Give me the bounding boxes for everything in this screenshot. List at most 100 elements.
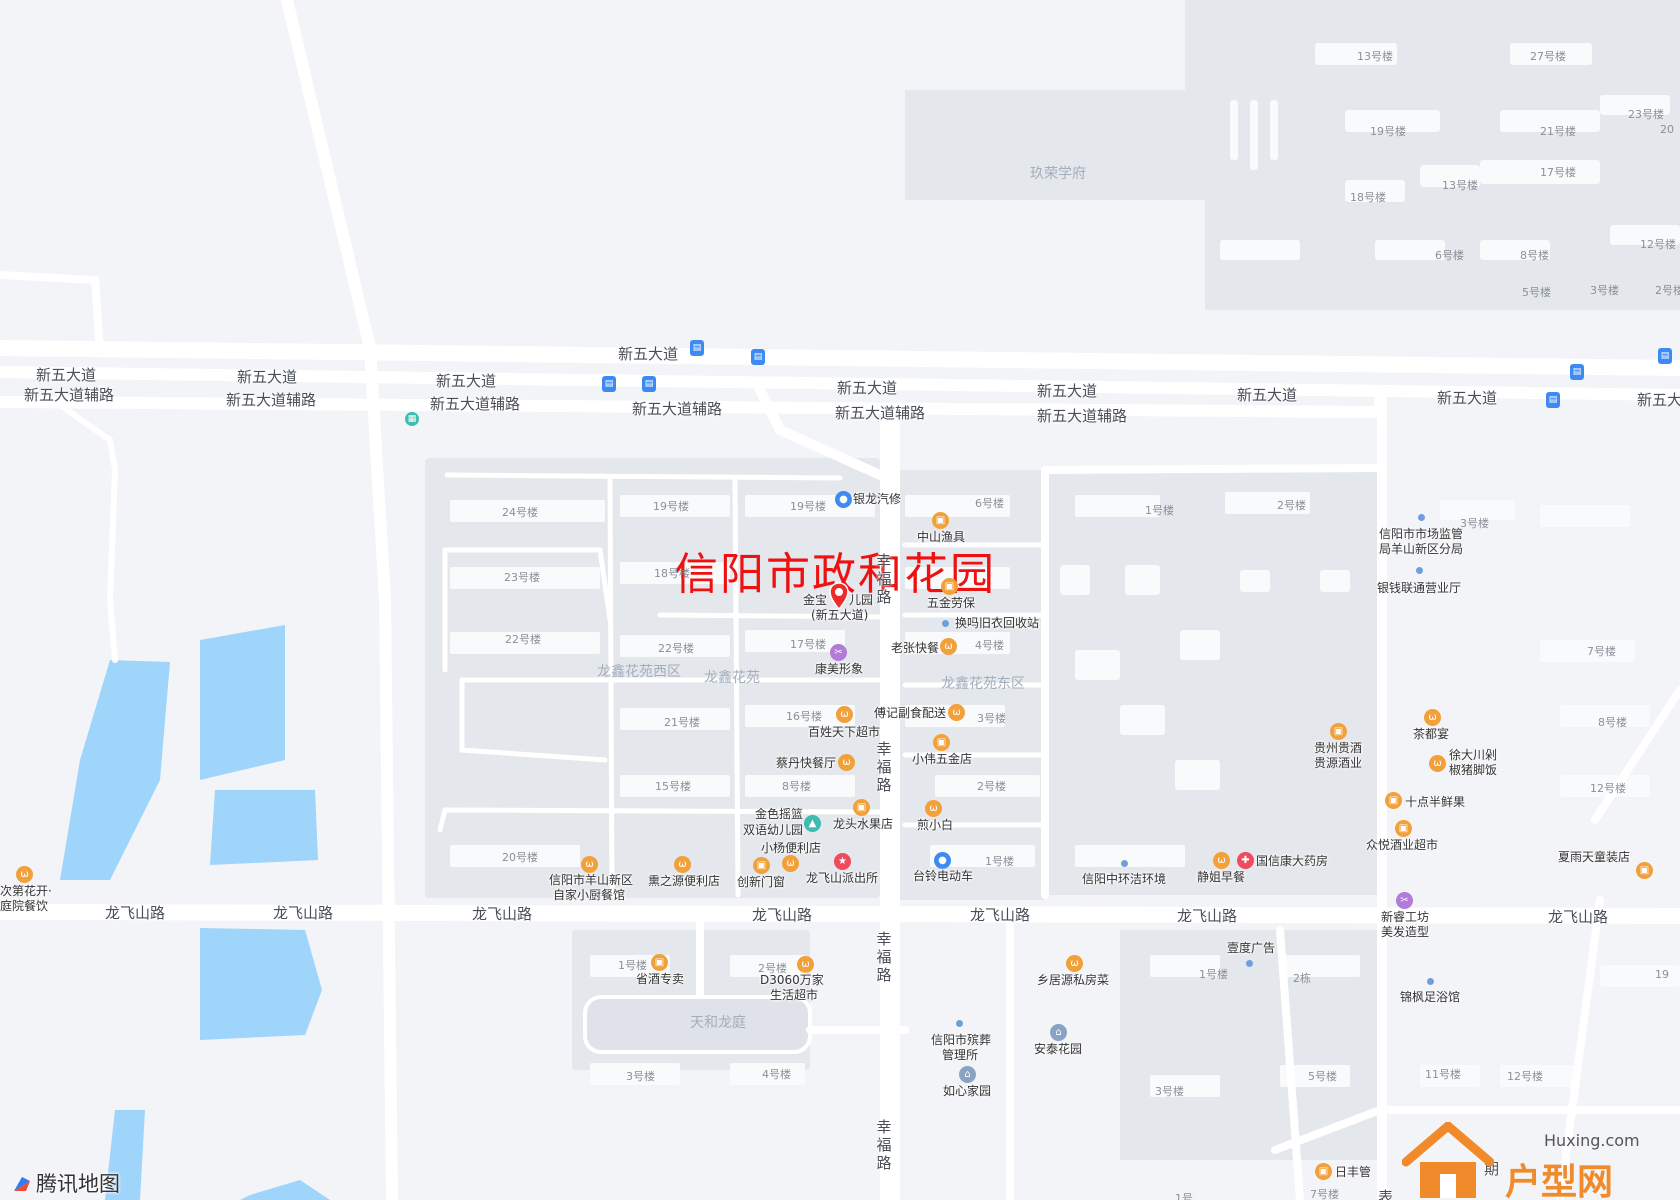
poi-label[interactable]: 金宝 — [803, 593, 828, 607]
shopping-bag-icon[interactable]: ▣ — [1385, 792, 1402, 809]
poi-label[interactable]: 如心家园 — [943, 1084, 992, 1098]
shopping-bag-icon[interactable]: ▣ — [853, 799, 870, 816]
poi-label[interactable]: 十点半鲜果 — [1405, 795, 1466, 809]
location-dot-icon[interactable] — [956, 1020, 963, 1027]
shopping-bag-icon[interactable]: ▣ — [932, 512, 949, 529]
fork-knife-icon[interactable]: ѡ — [782, 855, 799, 872]
poi-label[interactable]: 生活超市 — [770, 988, 819, 1002]
bus-stop-icon[interactable]: ▤ — [642, 376, 656, 392]
poi-label[interactable]: 老张快餐 — [891, 641, 940, 655]
location-dot-icon[interactable] — [942, 620, 949, 627]
area-label-jiurong[interactable]: 玖荣学府 — [1030, 166, 1086, 182]
fork-knife-icon[interactable]: ѡ — [1429, 755, 1446, 772]
bus-stop-icon[interactable]: ▤ — [602, 376, 616, 392]
shopping-bag-icon[interactable]: ▣ — [1636, 862, 1653, 879]
poi-label[interactable]: 小杨便利店 — [761, 841, 822, 855]
shopping-bag-icon[interactable]: ▣ — [941, 578, 958, 595]
fork-knife-icon[interactable]: ѡ — [838, 754, 855, 771]
fork-knife-icon[interactable]: ѡ — [940, 638, 957, 655]
poi-label[interactable]: 国信康大药房 — [1256, 854, 1329, 868]
residence-icon[interactable]: ⌂ — [959, 1066, 976, 1083]
poi-label[interactable]: D3060万家 — [760, 973, 824, 987]
poi-label[interactable]: 龙头水果店 — [833, 817, 894, 831]
poi-label[interactable]: 信阳市羊山新区 — [549, 873, 634, 887]
shopping-bag-icon[interactable]: ▣ — [651, 954, 668, 971]
poi-label[interactable]: 安泰花园 — [1034, 1042, 1083, 1056]
poi-label[interactable]: 五金劳保 — [927, 596, 976, 610]
residence-icon[interactable]: ⌂ — [1050, 1024, 1067, 1041]
poi-label[interactable]: 锦枫足浴馆 — [1400, 990, 1461, 1004]
pharmacy-icon[interactable]: ✚ — [1237, 852, 1254, 869]
fork-knife-icon[interactable]: ѡ — [1066, 955, 1083, 972]
poi-label[interactable]: 银龙汽修 — [853, 492, 902, 506]
poi-label[interactable]: 傅记副食配送 — [874, 706, 947, 720]
location-dot-icon[interactable] — [1418, 514, 1425, 521]
poi-label[interactable]: 金色摇篮 — [755, 807, 804, 821]
poi-label[interactable]: 信阳市殡葬 — [931, 1033, 992, 1047]
scissors-icon[interactable]: ✂ — [1396, 892, 1413, 909]
car-icon[interactable]: ● — [835, 491, 852, 508]
poi-label[interactable]: 新睿工坊 — [1381, 910, 1430, 924]
fork-knife-icon[interactable]: ѡ — [1424, 709, 1441, 726]
scissors-icon[interactable]: ✂ — [830, 644, 847, 661]
poi-label[interactable]: 蔡丹快餐厅 — [776, 756, 837, 770]
poi-label[interactable]: 乡居源私房菜 — [1037, 973, 1110, 987]
shopping-bag-icon[interactable]: ▣ — [1330, 723, 1347, 740]
poi-label[interactable]: 康美形象 — [815, 662, 864, 676]
poi-label[interactable]: 茶都宴 — [1413, 727, 1450, 741]
poi-label[interactable]: 创新门窗 — [737, 875, 786, 889]
poi-label[interactable]: 煎小白 — [917, 818, 954, 832]
poi-label[interactable]: 贵源酒业 — [1314, 756, 1363, 770]
fork-knife-icon[interactable]: ѡ — [948, 704, 965, 721]
poi-label[interactable]: 椒猪脚饭 — [1449, 763, 1498, 777]
poi-label[interactable]: 信阳中环洁环境 — [1082, 872, 1167, 886]
poi-label[interactable]: 管理所 — [942, 1048, 979, 1062]
location-dot-icon[interactable] — [1121, 860, 1128, 867]
fork-knife-icon[interactable]: ѡ — [674, 856, 691, 873]
shopping-bag-icon[interactable]: ▣ — [753, 857, 770, 874]
poi-label[interactable]: (新五大道) — [811, 608, 869, 622]
area-label-tianhe[interactable]: 天和龙庭 — [690, 1015, 746, 1031]
poi-label[interactable]: 熏之源便利店 — [648, 874, 721, 888]
poi-label[interactable]: 美发造型 — [1381, 925, 1430, 939]
poi-label[interactable]: 静姐早餐 — [1197, 870, 1246, 884]
subway-entrance-icon[interactable]: ▦ — [405, 412, 419, 426]
fork-knife-icon[interactable]: ѡ — [836, 706, 853, 723]
poi-label[interactable]: 庭院餐饮 — [0, 899, 49, 913]
area-label-east[interactable]: 龙鑫花苑东区 — [941, 676, 1025, 692]
fork-knife-icon[interactable]: ѡ — [16, 866, 33, 883]
poi-label[interactable]: 信阳市市场监管 — [1379, 527, 1464, 541]
poi-label[interactable]: 双语幼儿园 — [743, 823, 804, 837]
location-dot-icon[interactable] — [1427, 978, 1434, 985]
shopping-bag-icon[interactable]: ▣ — [933, 734, 950, 751]
poi-label[interactable]: 徐大川剁 — [1449, 748, 1498, 762]
fork-knife-icon[interactable]: ѡ — [1213, 852, 1230, 869]
poi-label[interactable]: 贵州贵酒 — [1314, 741, 1363, 755]
area-label-west[interactable]: 龙鑫花苑西区 — [597, 664, 681, 680]
poi-label[interactable]: 局羊山新区分局 — [1379, 542, 1464, 556]
poi-label[interactable]: 自家小厨餐馆 — [553, 888, 626, 902]
poi-label[interactable]: 台铃电动车 — [913, 869, 974, 883]
electric-bike-icon[interactable]: ● — [934, 852, 951, 869]
fork-knife-icon[interactable]: ѡ — [581, 856, 598, 873]
fork-knife-icon[interactable]: ѡ — [797, 956, 814, 973]
shopping-bag-icon[interactable]: ▣ — [1395, 820, 1412, 837]
school-icon[interactable]: ▲ — [804, 815, 821, 832]
area-label-center[interactable]: 龙鑫花苑 — [704, 670, 760, 686]
poi-label[interactable]: 夏雨天童装店 — [1558, 850, 1631, 864]
location-dot-icon[interactable] — [1416, 567, 1423, 574]
poi-label[interactable]: 换吗旧衣回收站 — [955, 616, 1040, 630]
poi-label[interactable]: 壹度广告 — [1227, 941, 1276, 955]
shopping-bag-icon[interactable]: ▣ — [1315, 1163, 1332, 1180]
poi-label[interactable]: 银钱联通营业厅 — [1377, 581, 1462, 595]
poi-label[interactable]: 儿园 — [849, 593, 874, 607]
police-star-icon[interactable]: ★ — [834, 853, 851, 870]
poi-label[interactable]: 省酒专卖 — [636, 972, 685, 986]
bus-stop-icon[interactable]: ▤ — [751, 349, 765, 365]
poi-label[interactable]: 小伟五金店 — [912, 752, 973, 766]
poi-label[interactable]: 众悦酒业超市 — [1366, 838, 1439, 852]
location-pin-icon[interactable] — [829, 582, 849, 610]
location-dot-icon[interactable] — [1246, 960, 1253, 967]
fork-knife-icon[interactable]: ѡ — [925, 800, 942, 817]
